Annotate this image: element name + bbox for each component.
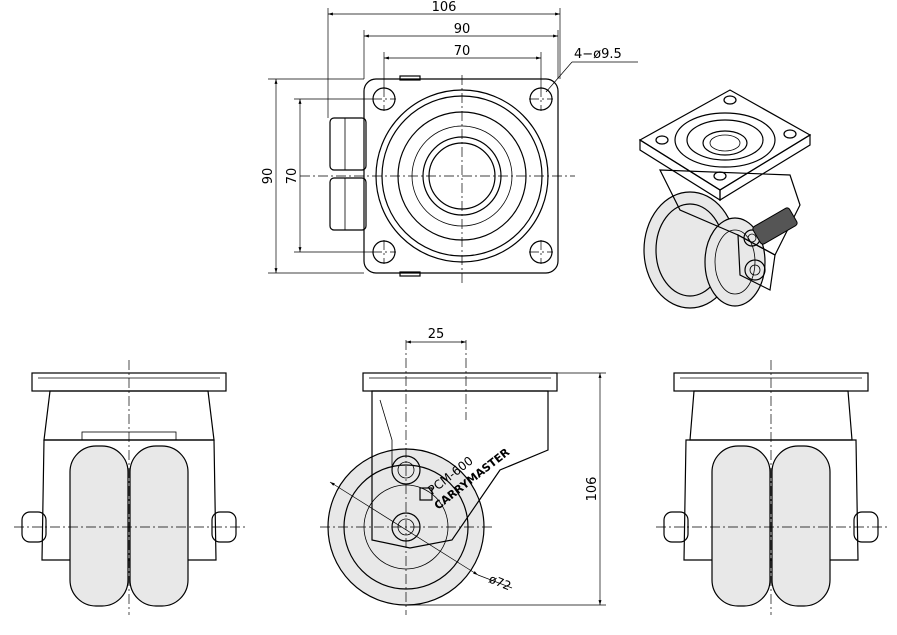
dim-left-90: 90: [261, 168, 276, 185]
dim-offset-25: 25: [428, 327, 445, 342]
dim-top-106: 106: [432, 0, 457, 15]
top-view: 106 90 70 4−ø9.5 90 70: [261, 0, 638, 285]
mounting-holes: [372, 87, 553, 264]
rear-view-right: [656, 360, 888, 615]
dim-top-70: 70: [454, 44, 471, 59]
dim-wheel-72: ø72: [487, 572, 513, 593]
side-view-center: PCM-600 CARRYMASTER 25 106 ø72: [320, 327, 606, 615]
dim-holes: 4−ø9.5: [574, 47, 622, 62]
dim-height-106: 106: [585, 477, 600, 502]
dim-left-70: 70: [285, 168, 300, 185]
front-view-left: [14, 360, 246, 615]
isometric-view: [638, 89, 812, 309]
dim-top-90: 90: [454, 22, 471, 37]
